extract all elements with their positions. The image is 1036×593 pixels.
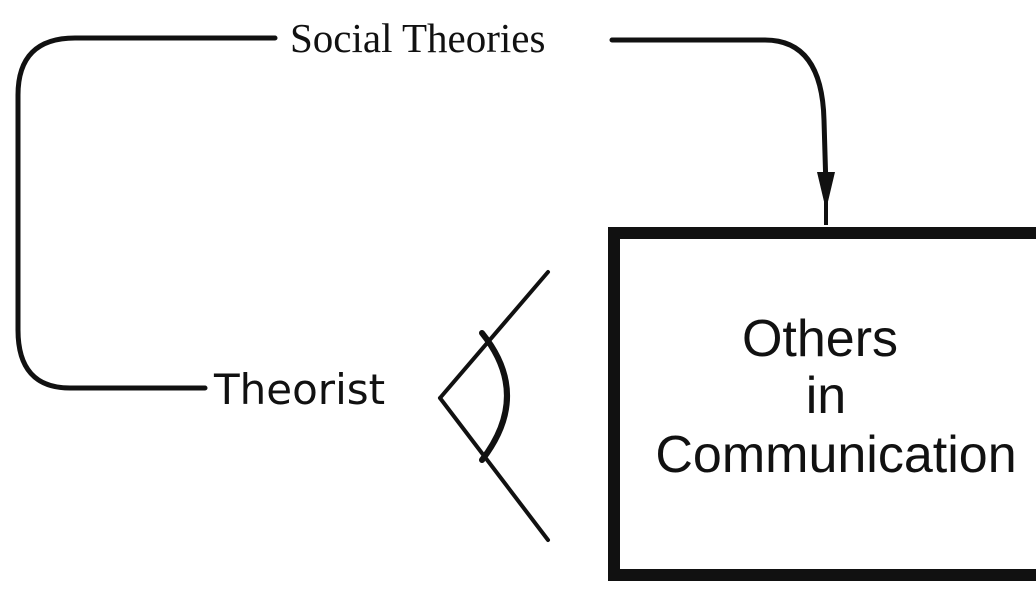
feedback-loop-connector — [15, 35, 278, 391]
label-social-theories: Social Theories — [290, 15, 545, 61]
feedback-loop-connector-right — [609, 37, 829, 191]
others-box — [608, 227, 1036, 581]
box-label-line-1: Others — [742, 310, 898, 368]
arrowhead-icon — [817, 172, 835, 210]
label-theorist: Theorist — [213, 365, 385, 414]
eye-icon — [438, 270, 550, 542]
box-label-line-2: in — [806, 367, 846, 425]
box-label-line-3: Communication — [655, 426, 1016, 484]
